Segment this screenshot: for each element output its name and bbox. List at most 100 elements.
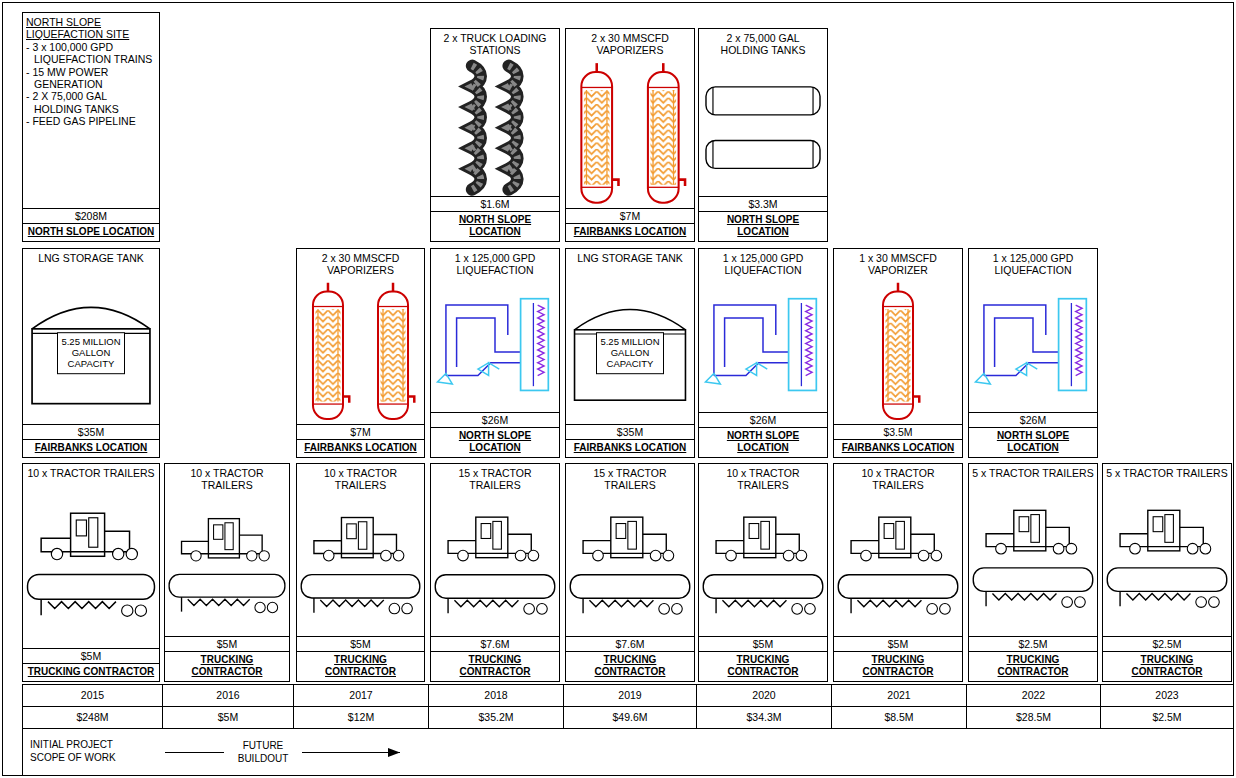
cost-value: $2.5M (969, 636, 1097, 652)
year-cell: 2018 (428, 684, 564, 707)
equipment-box: 2 x TRUCK LOADING STATIONS$1.6MNORTH SLO… (430, 28, 560, 242)
box-heading: LNG STORAGE TANK (23, 249, 159, 266)
location-label: TRUCKING CONTRACTOR (23, 664, 159, 681)
box-heading: 2 x TRUCK LOADING STATIONS (431, 29, 559, 59)
box-heading: 2 x 30 MMSCFD VAPORIZERS (297, 249, 424, 279)
total-cost-cell: $5M (162, 706, 294, 729)
tank-capacity: 5.25 MILLION GALLON CAPACITY (57, 332, 125, 374)
equipment-box: 5 x TRACTOR TRAILERS $2.5MTRUCKING CONTRA… (1102, 463, 1232, 682)
equipment-illustration: 5.25 MILLION GALLON CAPACITY (23, 266, 159, 423)
equipment-illustration (834, 279, 962, 424)
equipment-illustration (165, 494, 289, 636)
box-heading: 10 x TRACTOR TRAILERS (699, 464, 827, 494)
equipment-box: LNG STORAGE TANK 5.25 MILLION GALLON CAPA… (22, 248, 160, 458)
box-heading: 1 x 125,000 GPD LIQUEFACTION (699, 249, 827, 279)
equipment-title: LNG STORAGE TANK (26, 252, 156, 264)
location-label: FAIRBANKS LOCATION (297, 440, 424, 457)
location-label: NORTH SLOPE LOCATION (699, 428, 827, 457)
equipment-title: LNG STORAGE TANK (569, 252, 691, 264)
truck-symbol (699, 494, 827, 636)
liq-symbol (431, 279, 559, 412)
truck-symbol (297, 494, 424, 636)
cost-value: $35M (566, 424, 694, 440)
equipment-title: 15 x TRACTOR TRAILERS (434, 467, 556, 492)
year-cell: 2015 (22, 684, 163, 707)
location-label: FAIRBANKS LOCATION (566, 224, 694, 241)
cost-value: $26M (699, 412, 827, 428)
equipment-title: 1 x 125,000 GPD LIQUEFACTION (434, 252, 556, 277)
scope-item: - 15 MW POWER GENERATION (26, 66, 156, 91)
cost-value: $1.6M (431, 196, 559, 212)
location-label: TRUCKING CONTRACTOR (297, 652, 424, 681)
equipment-title: 10 x TRACTOR TRAILERS (300, 467, 421, 492)
equipment-title: NORTH SLOPE LIQUEFACTION SITE (26, 16, 156, 41)
box-heading: 2 x 30 MMSCFD VAPORIZERS (566, 29, 694, 59)
equipment-illustration (969, 481, 1097, 636)
equipment-box: 10 x TRACTOR TRAILERS$5MTRUCKING CONTRAC… (698, 463, 828, 682)
equipment-title: 10 x TRACTOR TRAILERS (168, 467, 286, 492)
cost-value: $26M (969, 412, 1097, 428)
equipment-box: 2 x 30 MMSCFD VAPORIZERS$7MFAIRBANKS LOC… (296, 248, 425, 458)
truck-symbol (969, 481, 1097, 636)
cost-value: $7M (566, 208, 694, 224)
equipment-illustration (566, 59, 694, 208)
scope-item: - FEED GAS PIPELINE (26, 115, 156, 127)
equipment-box: 10 x TRACTOR TRAILERS $5MTRUCKING CONTRAC… (296, 463, 425, 682)
cost-value: $2.5M (1103, 636, 1231, 652)
year-cell: 2022 (966, 684, 1101, 707)
box-heading: 1 x 125,000 GPD LIQUEFACTION (969, 249, 1097, 279)
liq-symbol (969, 279, 1097, 412)
equipment-box: 2 x 30 MMSCFD VAPORIZERS $7MFAIRBANKS LOC… (565, 28, 695, 242)
equipment-box: LNG STORAGE TANK 5.25 MILLION GALLON CAPA… (565, 248, 695, 458)
vap2-symbol (297, 279, 424, 424)
box-heading: 15 x TRACTOR TRAILERS (566, 464, 694, 494)
equipment-title: 2 x 30 MMSCFD VAPORIZERS (300, 252, 421, 277)
cost-value: $7.6M (431, 636, 559, 652)
equipment-illustration (23, 129, 159, 207)
liq-symbol (699, 279, 827, 412)
year-cell: 2016 (162, 684, 294, 707)
truck-symbol (1103, 481, 1231, 636)
equipment-illustration (23, 481, 159, 647)
equipment-title: 10 x TRACTOR TRAILERS (702, 467, 824, 492)
scope-item: - 3 x 100,000 GPD LIQUEFACTION TRAINS (26, 41, 156, 66)
total-cost-cell: $49.6M (563, 706, 697, 729)
equipment-illustration: 5.25 MILLION GALLON CAPACITY (566, 266, 694, 423)
cost-value: $5M (834, 636, 962, 652)
box-heading: 10 x TRACTOR TRAILERS (165, 464, 289, 494)
tank-capacity: 5.25 MILLION GALLON CAPACITY (596, 332, 664, 374)
vap1-symbol (834, 279, 962, 424)
equipment-title: 10 x TRACTOR TRAILERS (837, 467, 959, 492)
equipment-illustration (297, 494, 424, 636)
box-heading: 10 x TRACTOR TRAILERS (297, 464, 424, 494)
total-cost-cell: $2.5M (1100, 706, 1234, 729)
equipment-illustration (566, 494, 694, 636)
cost-value: $3.5M (834, 424, 962, 440)
cost-value: $35M (23, 424, 159, 440)
equipment-illustration (431, 59, 559, 196)
cost-value: $5M (297, 636, 424, 652)
total-cost-cell: $12M (293, 706, 429, 729)
truck-symbol (566, 494, 694, 636)
box-heading: 1 x 30 MMSCFD VAPORIZER (834, 249, 962, 279)
location-label: FAIRBANKS LOCATION (566, 440, 694, 457)
equipment-title: 5 x TRACTOR TRAILERS (1106, 467, 1228, 479)
year-cell: 2023 (1100, 684, 1234, 707)
year-cell: 2017 (293, 684, 429, 707)
box-heading: 2 x 75,000 GAL HOLDING TANKS (699, 29, 827, 59)
box-heading: 1 x 125,000 GPD LIQUEFACTION (431, 249, 559, 279)
equipment-illustration (431, 279, 559, 412)
box-heading: NORTH SLOPE LIQUEFACTION SITE- 3 x 100,0… (23, 13, 159, 129)
location-label: NORTH SLOPE LOCATION (23, 224, 159, 241)
equipment-illustration (431, 494, 559, 636)
total-cost-cell: $248M (22, 706, 163, 729)
tanks-symbol (699, 59, 827, 196)
total-cost-cell: $34.3M (696, 706, 832, 729)
year-cell: 2021 (831, 684, 967, 707)
equipment-title: 10 x TRACTOR TRAILERS (26, 467, 156, 479)
equipment-box: NORTH SLOPE LIQUEFACTION SITE- 3 x 100,0… (22, 12, 160, 242)
location-label: TRUCKING CONTRACTOR (1103, 652, 1231, 681)
equipment-title: 1 x 125,000 GPD LIQUEFACTION (972, 252, 1094, 277)
location-label: FAIRBANKS LOCATION (23, 440, 159, 457)
total-cost-cell: $28.5M (966, 706, 1101, 729)
